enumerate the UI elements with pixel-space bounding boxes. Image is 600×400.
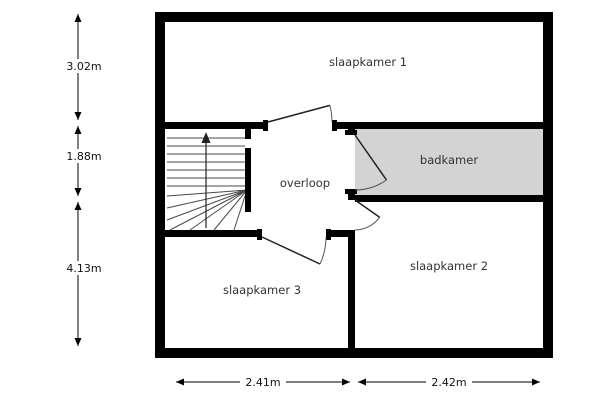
door-jamb-slaapkamer3-right <box>326 229 331 240</box>
dimension-left-top: 3.02m <box>62 14 106 120</box>
door-jamb-badkamer-top <box>345 130 357 135</box>
dimension-bottom-right: 2.42m <box>358 375 540 389</box>
dim-label-bg <box>62 59 106 73</box>
wall-overloop-bottom-right <box>326 230 348 237</box>
door-arc-badkamer <box>354 179 387 191</box>
door-jamb-slaapkamer3-left <box>257 229 262 240</box>
door-leaf-badkamer <box>354 134 388 181</box>
stairs-direction-arrowhead <box>201 132 211 143</box>
door-jamb-slaapkamer1-left <box>263 120 268 131</box>
room-labels: slaapkamer 1 badkamer overloop slaapkame… <box>223 55 488 297</box>
dimension-left-middle: 1.88m <box>62 126 106 196</box>
dim-arrowhead <box>74 126 82 134</box>
wall-top-right-segment <box>332 122 543 129</box>
dim-arrowhead <box>532 378 540 386</box>
room-label-slaapkamer-1: slaapkamer 1 <box>329 55 407 69</box>
dim-label-bg <box>426 375 472 389</box>
badkamer-floor <box>355 129 543 195</box>
wall-vertical-bottom-segment <box>348 230 355 348</box>
room-label-badkamer: badkamer <box>420 153 478 167</box>
dim-arrowhead <box>74 14 82 22</box>
door-jamb-slaapkamer1-right <box>332 120 337 131</box>
dimension-left-bottom: 4.13m <box>62 202 106 346</box>
dim-label-height-bottom: 4.13m <box>66 262 101 275</box>
dim-arrowhead <box>74 188 82 196</box>
dim-arrowhead <box>74 112 82 120</box>
dim-label-bg <box>240 375 286 389</box>
stair-winders <box>166 189 248 231</box>
dim-arrowhead <box>74 338 82 346</box>
stair-stringer-top <box>245 129 251 139</box>
dim-arrowhead <box>74 202 82 210</box>
dim-label-bg <box>62 261 106 275</box>
dim-label-height-top: 3.02m <box>66 60 101 73</box>
dim-arrowhead <box>176 378 184 386</box>
staircase <box>166 129 251 231</box>
door-leaf-slaapkamer-2 <box>354 199 381 218</box>
dimension-bottom-left: 2.41m <box>176 375 350 389</box>
wall-badkamer-bottom <box>355 195 543 202</box>
interior-walls <box>165 120 543 348</box>
door-leaf-slaapkamer-1 <box>267 104 330 123</box>
dim-arrowhead <box>358 378 366 386</box>
room-label-overloop: overloop <box>280 176 330 190</box>
dim-label-width-right: 2.42m <box>431 376 466 389</box>
door-arc-slaapkamer-1 <box>329 105 333 123</box>
door-jamb-badkamer-bottom <box>345 189 357 194</box>
door-slaapkamer-3 <box>261 236 327 265</box>
door-slaapkamer-1 <box>267 104 333 123</box>
door-arc-slaapkamer-3 <box>319 236 327 265</box>
wall-overloop-bottom-left <box>165 230 262 237</box>
dim-label-width-left: 2.41m <box>245 376 280 389</box>
dim-label-height-middle: 1.88m <box>66 150 101 163</box>
dim-label-bg <box>62 149 106 163</box>
room-label-slaapkamer-2: slaapkamer 2 <box>410 259 488 273</box>
wall-top-left-segment <box>165 122 268 129</box>
door-leaf-slaapkamer-3 <box>261 236 321 265</box>
wall-vertical-mid-segment <box>348 190 355 200</box>
door-slaapkamer-2 <box>354 199 381 231</box>
door-arc-slaapkamer-2 <box>354 216 381 231</box>
room-label-slaapkamer-3: slaapkamer 3 <box>223 283 301 297</box>
door-badkamer <box>354 134 388 191</box>
dim-arrowhead <box>342 378 350 386</box>
stair-stringer-wall <box>245 148 251 212</box>
